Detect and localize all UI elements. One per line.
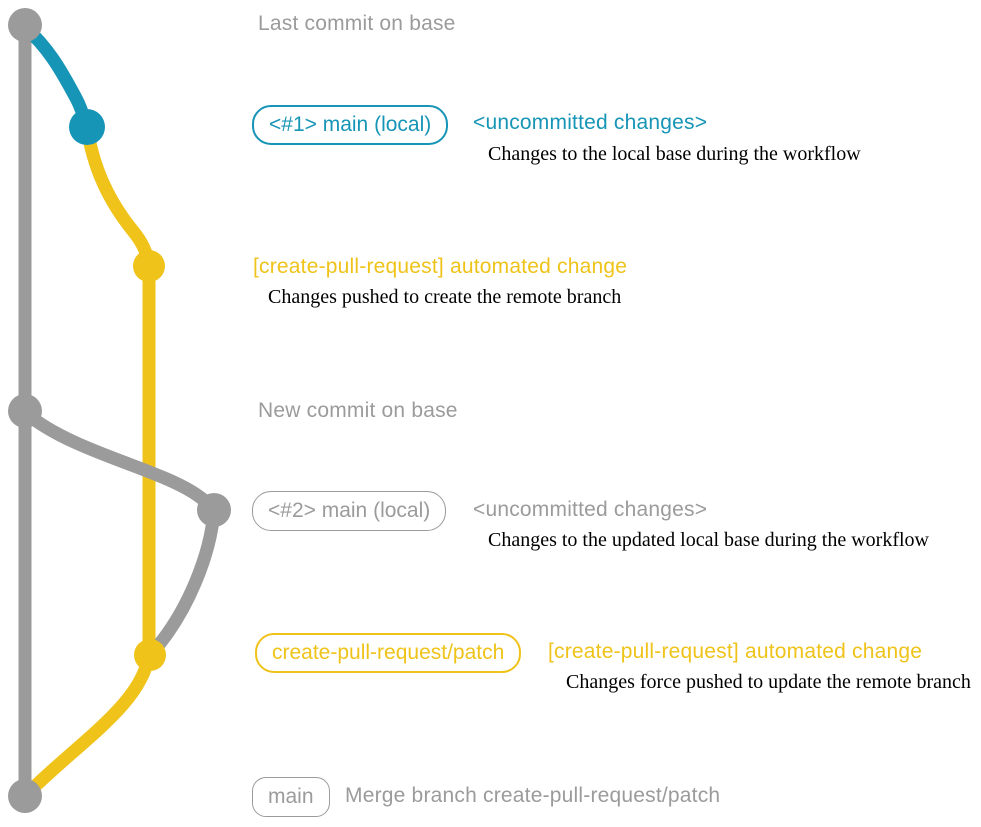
- automated-change-label-1: [create-pull-request] automated change: [253, 255, 628, 278]
- updated-base-edge-out: [19, 406, 221, 517]
- uncommitted-changes-note-1: Changes to the local base during the wor…: [488, 143, 861, 165]
- commit-node-remote-1: [133, 250, 165, 282]
- commit-node-new-base: [8, 394, 42, 428]
- updated-base-edge-in: [144, 503, 221, 661]
- commit-node-last-base: [8, 8, 42, 42]
- branch-badge-main: main: [252, 777, 330, 817]
- merge-commit-label: Merge branch create-pull-request/patch: [345, 784, 721, 807]
- automated-change-note-1: Changes pushed to create the remote bran…: [268, 286, 622, 308]
- remote-branch-merge-edge: [19, 648, 156, 802]
- branch-badge-main-local-2: <#2> main (local): [252, 491, 447, 531]
- branch-badge-create-pull-request-patch: create-pull-request/patch: [255, 633, 522, 673]
- commit-node-local-1: [69, 109, 105, 145]
- uncommitted-changes-note-2: Changes to the updated local base during…: [488, 529, 929, 551]
- new-commit-label: New commit on base: [258, 399, 458, 422]
- automated-change-note-2: Changes force pushed to update the remot…: [566, 671, 971, 693]
- commit-node-local-2: [197, 493, 231, 527]
- uncommitted-changes-label-2: <uncommitted changes>: [473, 498, 708, 521]
- automated-change-label-2: [create-pull-request] automated change: [548, 640, 923, 663]
- uncommitted-changes-label-1: <uncommitted changes>: [473, 111, 708, 134]
- branch-badge-main-local-1: <#1> main (local): [252, 105, 449, 145]
- last-commit-label: Last commit on base: [258, 12, 456, 35]
- commit-node-remote-2: [134, 639, 166, 671]
- commit-node-merge: [8, 779, 42, 813]
- remote-branch-edge-create: [80, 120, 156, 273]
